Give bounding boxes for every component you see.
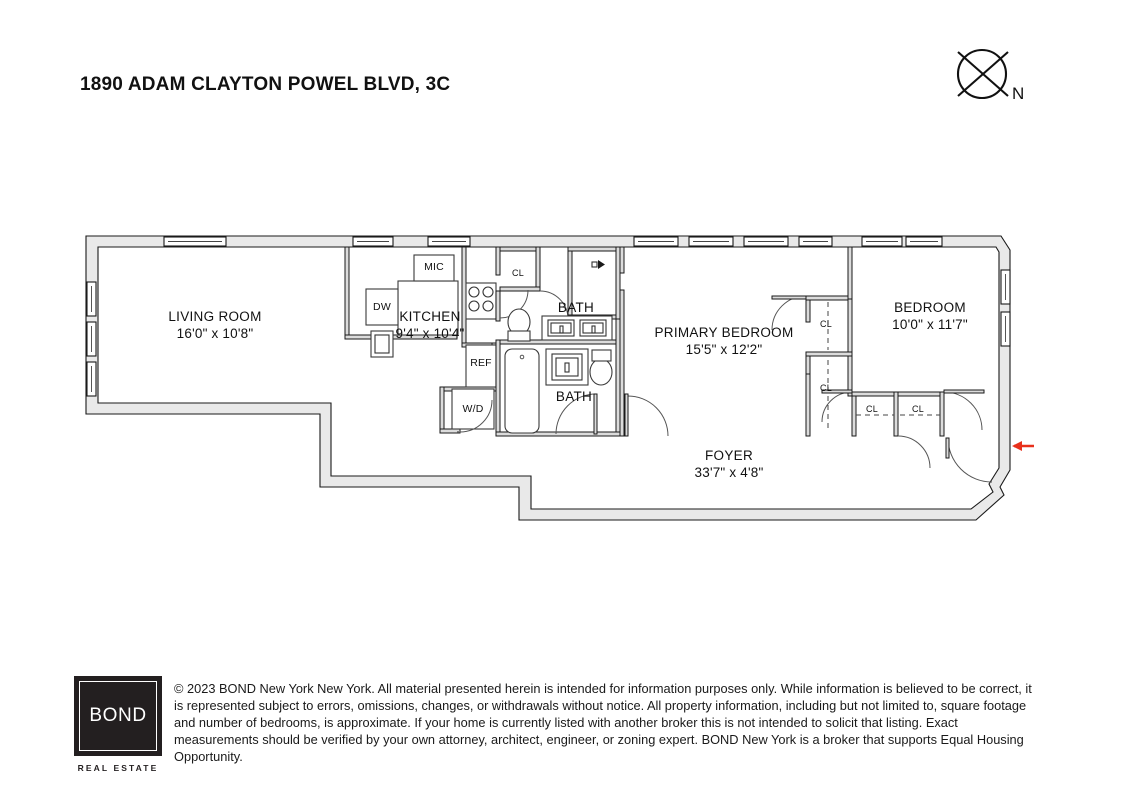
room-dimensions: 15'5" x 12'2" <box>685 342 763 358</box>
bond-logo-inner-border: BOND <box>79 681 157 751</box>
room-name: LIVING ROOM <box>168 309 262 324</box>
page-title: 1890 ADAM CLAYTON POWEL BLVD, 3C <box>80 74 451 95</box>
room-dimensions: 10'0" x 11'7" <box>892 317 968 333</box>
entrance-arrow-icon <box>1012 441 1034 451</box>
room-dimensions: 9'4" x 10'4" <box>395 326 465 342</box>
room-name: FOYER <box>704 448 753 463</box>
window-group-right <box>1000 269 1011 347</box>
fixture-label-microwave: MIC <box>424 261 444 273</box>
bond-logo-subtitle: REAL ESTATE <box>77 763 159 773</box>
room-name: BATH <box>557 300 595 315</box>
room-dimensions: 33'7" x 4'8" <box>694 465 764 481</box>
fixture-label-closet-bedroom-left: CL <box>866 404 878 414</box>
room-name: BEDROOM <box>894 300 966 315</box>
fixture-label-closet-bedroom-right: CL <box>912 404 924 414</box>
footer: BOND REAL ESTATE © 2023 BOND New York Ne… <box>0 668 1132 788</box>
room-label-bedroom: BEDROOM 10'0" x 11'7" <box>892 299 968 334</box>
vent-marker-icon <box>591 260 605 269</box>
room-name: BATH <box>555 389 593 404</box>
room-label-living-room: LIVING ROOM 16'0" x 10'8" <box>168 308 261 343</box>
bond-logo-box: BOND <box>74 676 162 756</box>
fixture-label-closet-hall: CL <box>512 268 524 278</box>
room-name: PRIMARY BEDROOM <box>654 325 794 340</box>
compass-north-label: N <box>1012 84 1025 103</box>
fixture-label-closet-primary-lower: CL <box>820 383 832 393</box>
fixture-label-washer-dryer: W/D <box>462 403 484 415</box>
fixture-label-closet-primary-upper: CL <box>820 319 832 329</box>
window-group-left <box>86 281 97 397</box>
disclaimer-text: © 2023 BOND New York New York. All mater… <box>174 681 1032 765</box>
fixture-label-refrigerator: REF <box>470 357 492 369</box>
bond-wordmark: BOND <box>89 705 147 726</box>
fixture-label-dishwasher: DW <box>373 301 391 313</box>
window-group-top <box>163 236 943 247</box>
compass-rose-icon <box>956 48 1009 100</box>
room-label-foyer: FOYER 33'7" x 4'8" <box>695 447 764 482</box>
room-label-kitchen: KITCHEN 9'4" x 10'4" <box>396 308 465 343</box>
room-label-primary-bedroom: PRIMARY BEDROOM 15'5" x 12'2" <box>654 324 793 359</box>
bond-logo: BOND REAL ESTATE <box>74 676 162 773</box>
compass-rose: N <box>944 42 1044 120</box>
room-label-bath-upper: BATH <box>558 299 594 316</box>
room-dimensions: 16'0" x 10'8" <box>176 326 254 342</box>
room-label-bath-lower: BATH <box>556 388 592 405</box>
room-name: KITCHEN <box>399 309 461 324</box>
